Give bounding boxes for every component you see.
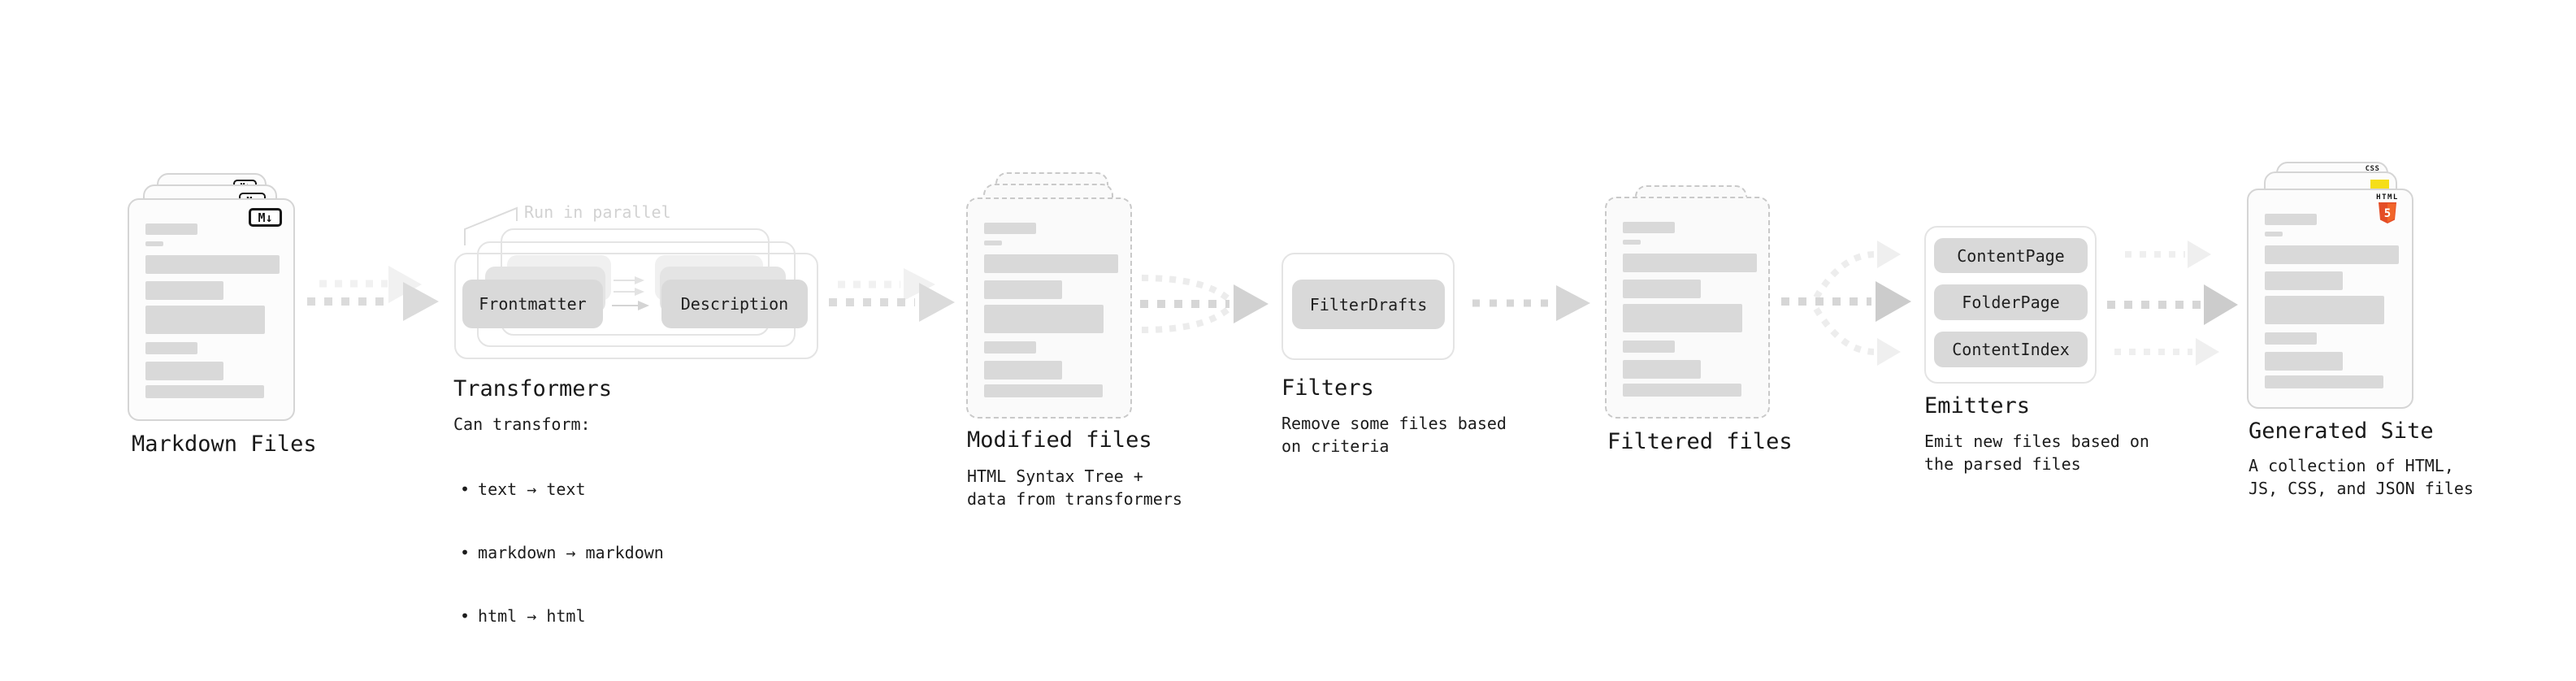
file-content-placeholder bbox=[968, 199, 1130, 417]
bullet-text: text → text bbox=[478, 479, 586, 499]
filtered-file-card-front bbox=[1605, 197, 1770, 419]
markdown-icon: M↓ bbox=[249, 208, 282, 227]
contentindex-plugin-box: ContentIndex bbox=[1934, 332, 2088, 367]
bullet-text: markdown → markdown bbox=[478, 543, 664, 562]
transformers-label: Transformers bbox=[453, 376, 613, 401]
arrow-modified-to-filters bbox=[1140, 275, 1268, 333]
filterdrafts-plugin-box: FilterDrafts bbox=[1292, 280, 1445, 329]
bullet-dot: • bbox=[460, 479, 471, 499]
modified-files-description: HTML Syntax Tree +data from transformers bbox=[967, 466, 1182, 509]
run-in-parallel-leader-line bbox=[464, 206, 518, 245]
transformers-desc-title: Can transform: bbox=[453, 414, 591, 434]
generated-site-label: Generated Site bbox=[2249, 419, 2434, 444]
bullet-dot: • bbox=[460, 606, 471, 626]
filters-label: Filters bbox=[1281, 375, 1374, 401]
generated-site-description: A collection of HTML,JS, CSS, and JSON f… bbox=[2249, 456, 2474, 498]
markdown-file-card-front: M↓ bbox=[128, 198, 295, 421]
bullet-item: • html → html bbox=[460, 605, 664, 627]
emitters-label: Emitters bbox=[1924, 393, 2031, 419]
filtered-files-label: Filtered files bbox=[1607, 429, 1793, 454]
plugin-sequence-arrows bbox=[612, 276, 649, 310]
file-content-placeholder bbox=[2249, 190, 2412, 407]
run-in-parallel-annotation: Run in parallel bbox=[524, 202, 671, 222]
transformers-bullet-list: • text → text • markdown → markdown • html … bbox=[460, 436, 664, 669]
folderpage-plugin-box: FolderPage bbox=[1934, 284, 2088, 320]
bullet-item: • text → text bbox=[460, 479, 664, 500]
transformer-frame-front bbox=[454, 253, 818, 359]
modified-file-card-front bbox=[966, 197, 1132, 419]
modified-files-label: Modified files bbox=[967, 427, 1152, 453]
svg-text:5: 5 bbox=[2384, 207, 2391, 220]
contentpage-plugin-box: ContentPage bbox=[1934, 238, 2088, 273]
bullet-item: • markdown → markdown bbox=[460, 542, 664, 563]
description-plugin-box: Description bbox=[661, 280, 808, 328]
arrow-transformers-to-modified bbox=[829, 268, 955, 322]
bullet-text: html → html bbox=[478, 606, 586, 626]
arrow-filtered-to-emitters bbox=[1781, 241, 1911, 366]
arrow-filters-to-filtered bbox=[1472, 285, 1590, 321]
frontmatter-plugin-box: Frontmatter bbox=[462, 280, 603, 328]
file-content-placeholder bbox=[129, 200, 293, 419]
markdown-files-label: Markdown Files bbox=[132, 432, 317, 457]
arrow-emitters-to-site bbox=[2107, 241, 2238, 366]
bullet-dot: • bbox=[460, 543, 471, 562]
arrow-markdown-to-transformers bbox=[307, 266, 439, 321]
file-content-placeholder bbox=[1607, 198, 1768, 417]
html5-icon: HTML 5 bbox=[2373, 194, 2402, 224]
site-file-card-front: HTML 5 bbox=[2247, 189, 2413, 409]
